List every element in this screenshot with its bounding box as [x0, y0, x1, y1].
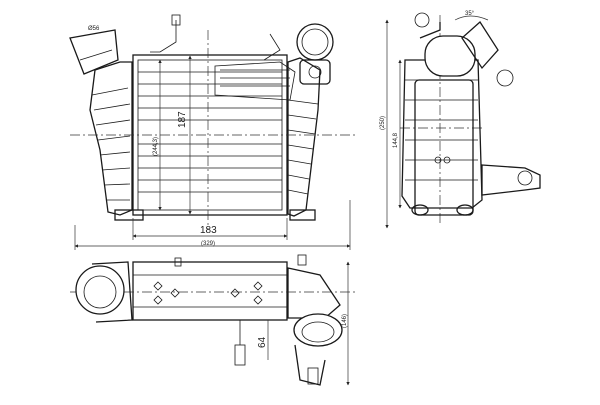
front-view: Ø56 — [69, 14, 355, 250]
upper-bracket — [214, 61, 296, 101]
side-hole-icon — [496, 69, 514, 87]
top-view: 64 (146) — [70, 254, 355, 386]
side-view: 35° (250) 144,8 — [380, 11, 541, 229]
angled-pipe — [461, 21, 499, 70]
core-fins — [138, 71, 282, 193]
height-core-label: (244,3) — [153, 137, 159, 156]
width-main-label: 183 — [200, 225, 217, 236]
left-inlet-pipe — [69, 29, 119, 75]
width-overall-label: (329) — [201, 241, 215, 247]
height-side-overall-label: (250) — [380, 116, 386, 130]
top-outlet-ellipse — [293, 313, 343, 347]
side-top-pipe — [424, 35, 476, 77]
outlet-flange — [299, 59, 331, 85]
top-fasteners — [153, 281, 263, 305]
top-right-tank — [287, 267, 341, 319]
left-tank-ribs — [91, 87, 131, 201]
top-inlet-circle — [75, 265, 125, 315]
top-clip — [150, 20, 177, 53]
top-hole-icon — [414, 12, 430, 28]
outlet-neck — [294, 344, 326, 386]
right-tank-ribs — [287, 99, 319, 195]
bracket-arm — [481, 164, 541, 196]
right-tank — [287, 57, 321, 217]
side-frame — [401, 59, 483, 209]
bracket-hole-icon — [517, 170, 533, 186]
bottom-clip — [234, 344, 246, 366]
height-side-label: 144,8 — [393, 132, 399, 148]
side-ribs — [405, 79, 478, 181]
top-core-outline — [132, 261, 288, 321]
height-main-label: 187 — [177, 111, 188, 128]
depth-core-label: 64 — [257, 336, 268, 348]
angle-label: 35° — [465, 11, 475, 17]
depth-overall-label: (146) — [342, 314, 348, 328]
left-foot — [114, 209, 144, 221]
right-foot — [289, 209, 316, 221]
inlet-diameter-label: Ø56 — [88, 26, 100, 32]
left-tank — [89, 61, 133, 216]
